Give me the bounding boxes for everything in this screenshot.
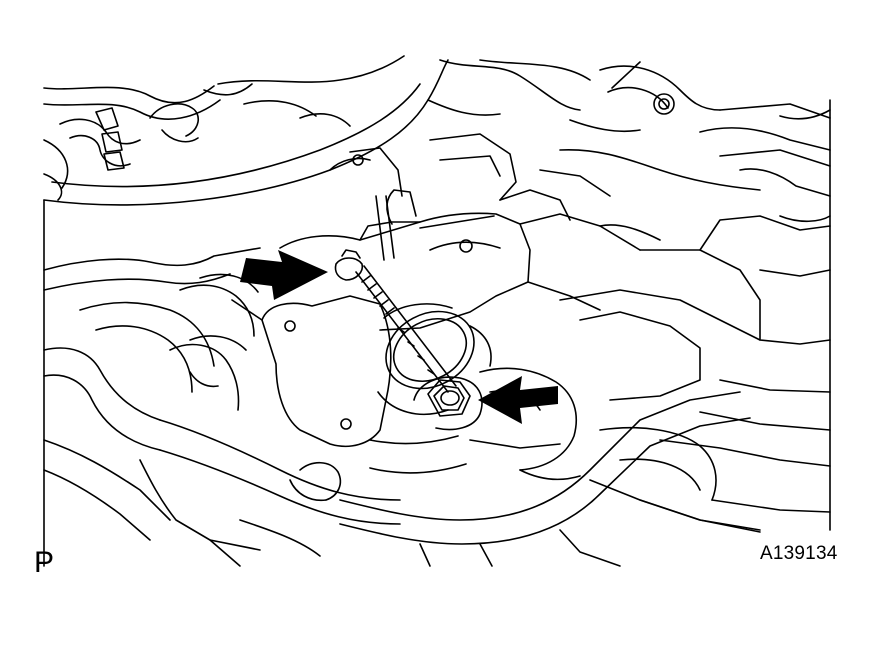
engine-mount-bracket (279, 133, 641, 331)
callout-arrows (240, 250, 558, 424)
left-coolant-pipes (43, 247, 401, 551)
upper-left-hoses (43, 83, 253, 201)
upper-cover (43, 55, 591, 206)
through-bolt (334, 249, 457, 393)
arrow-left-icon (478, 376, 558, 424)
lower-right-housing (479, 169, 831, 531)
frame-edges (43, 99, 831, 567)
arrow-right-icon (240, 250, 328, 300)
mount-insulator (261, 295, 492, 448)
upper-right-components (559, 61, 831, 197)
mount-nut (413, 376, 483, 431)
lower-hose (209, 391, 761, 567)
figure-id-label: A139134 (760, 543, 838, 564)
view-letter-label: P (34, 546, 55, 579)
